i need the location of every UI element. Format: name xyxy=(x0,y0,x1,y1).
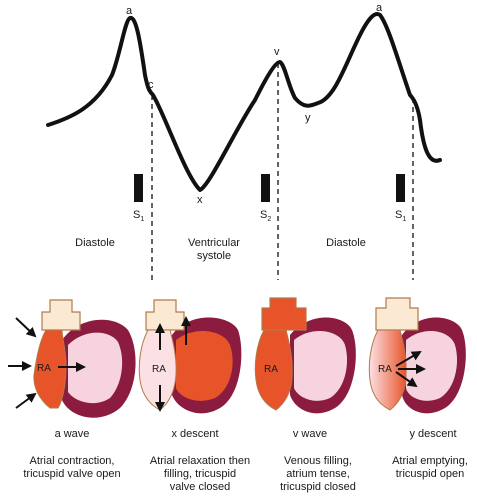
panel-desc-a-wave-line-2: tricuspid valve open xyxy=(23,468,120,480)
panel-desc-x-descent-line-2: filling, tricuspid xyxy=(164,468,236,480)
arrow-y-descent-1 xyxy=(395,350,422,367)
panel-desc-v-wave-line-1: Venous filling, xyxy=(284,455,352,467)
label-c-wave: c xyxy=(148,79,154,91)
panel-desc-v-wave-line-2: atrium tense, xyxy=(286,468,350,480)
panel-desc-v-wave-line-3: tricuspid closed xyxy=(280,481,356,493)
label-a-wave-peak-2: a xyxy=(376,2,383,14)
heart-v-wave xyxy=(254,297,356,414)
heart-sound-s2-label: S2 xyxy=(260,209,271,223)
panel-desc-a-wave-line-1: Atrial contraction, xyxy=(30,455,115,467)
panel-desc-y-descent-line-1: Atrial emptying, xyxy=(392,455,468,467)
arrow-a-wave-1 xyxy=(15,317,37,338)
jvp-waveform xyxy=(46,12,442,192)
panel-desc-x-descent-line-1: Atrial relaxation then xyxy=(150,455,250,467)
heart-x-descent xyxy=(138,299,242,414)
ra-label-v-wave: RA xyxy=(264,364,278,375)
heart-sound-s1-label-1: S1 xyxy=(133,209,144,223)
ra-label-x-descent: RA xyxy=(152,364,166,375)
heart-sound-s1-label-2: S1 xyxy=(395,209,406,223)
label-x-descent: x xyxy=(197,194,203,206)
label-v-wave: v xyxy=(274,46,280,58)
heart-sound-s2-bar xyxy=(261,174,270,202)
heart-a-wave xyxy=(33,299,136,418)
heart-sound-s1-bar-1 xyxy=(134,174,143,202)
heart-y-descent xyxy=(368,297,466,414)
panel-title-v-wave: v wave xyxy=(293,428,327,440)
panel-title-x-descent: x descent xyxy=(171,428,218,440)
ra-label-a-wave: RA xyxy=(37,363,51,374)
panel-title-y-descent: y descent xyxy=(409,428,456,440)
label-y-descent: y xyxy=(305,112,311,124)
ra-label-y-descent: RA xyxy=(378,364,392,375)
phase-diastole-1: Diastole xyxy=(75,237,115,249)
panel-title-a-wave: a wave xyxy=(55,428,90,440)
panel-desc-x-descent-line-3: valve closed xyxy=(170,481,231,493)
arrow-a-wave-3 xyxy=(15,392,37,409)
label-a-wave-peak-1: a xyxy=(126,5,133,17)
phase-systole-line-1: Ventricular xyxy=(188,237,240,249)
arrow-y-descent-3 xyxy=(395,371,418,388)
phase-diastole-2: Diastole xyxy=(326,237,366,249)
panel-desc-y-descent-line-2: tricuspid open xyxy=(396,468,465,480)
phase-systole-line-2: systole xyxy=(197,250,231,262)
heart-sound-s1-bar-2 xyxy=(396,174,405,202)
